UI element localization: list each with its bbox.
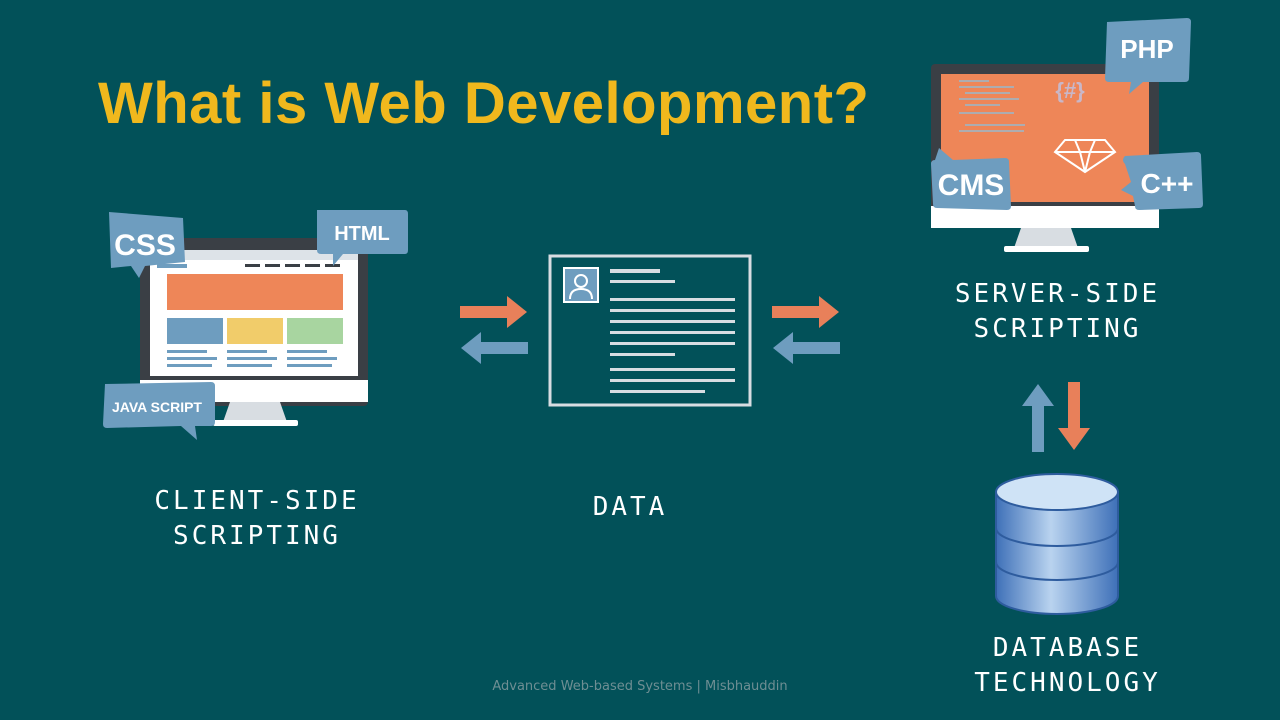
server-database-arrows (1022, 382, 1090, 452)
database-caption-line1: DATABASE (992, 633, 1143, 663)
database-caption-line2: TECHNOLOGY (974, 668, 1161, 698)
php-bubble: PHP (1105, 18, 1191, 94)
arrow-left-icon (773, 332, 840, 364)
arrow-right-icon (772, 296, 839, 328)
css-bubble-label: CSS (114, 229, 176, 262)
server-monitor-stand (1014, 228, 1078, 248)
data-document-icon (548, 254, 752, 407)
slide-footer: Advanced Web-based Systems | Misbhauddin (492, 679, 788, 694)
server-monitor-bezel (931, 206, 1159, 228)
server-caption-line2: SCRIPTING (973, 314, 1142, 344)
arrow-right-icon (460, 296, 527, 328)
php-bubble-label: PHP (1120, 34, 1173, 64)
cpp-bubble: C++ (1121, 152, 1203, 210)
client-banner-block (167, 274, 343, 310)
data-server-arrows (772, 296, 840, 364)
html-bubble-label: HTML (334, 223, 390, 245)
arrow-up-icon (1022, 384, 1054, 452)
hash-symbol: {#} (1055, 78, 1085, 103)
server-side-caption: SERVER-SIDE SCRIPTING (935, 277, 1180, 347)
arrow-down-icon (1058, 382, 1090, 450)
client-monitor-stand (223, 402, 287, 422)
client-data-arrows (460, 296, 528, 364)
cpp-bubble-label: C++ (1141, 168, 1194, 199)
slide-title: What is Web Development? (98, 71, 870, 136)
client-caption-line2: SCRIPTING (173, 521, 341, 551)
cms-bubble-label: CMS (938, 169, 1005, 202)
client-computer-illustration: CSS HTML JAVA SCRIPT (103, 210, 408, 440)
javascript-bubble-label: JAVA SCRIPT (112, 399, 202, 415)
client-screen (150, 250, 358, 376)
server-computer-illustration: {#} PHP CMS C++ (931, 18, 1203, 252)
database-caption: DATABASE TECHNOLOGY (945, 631, 1190, 701)
data-caption: DATA (592, 492, 668, 522)
server-caption-line1: SERVER-SIDE (954, 279, 1161, 309)
css-bubble: CSS (109, 212, 185, 278)
user-avatar-icon (563, 267, 599, 303)
javascript-bubble: JAVA SCRIPT (103, 382, 215, 440)
client-caption-line1: CLIENT-SIDE (154, 486, 360, 516)
database-icon (995, 473, 1119, 615)
client-side-caption: CLIENT-SIDE SCRIPTING (140, 484, 374, 554)
html-bubble: HTML (317, 210, 408, 266)
arrow-left-icon (461, 332, 528, 364)
diamond-icon (1053, 139, 1117, 174)
client-monitor-base (213, 420, 298, 426)
cms-bubble: CMS (931, 148, 1011, 210)
